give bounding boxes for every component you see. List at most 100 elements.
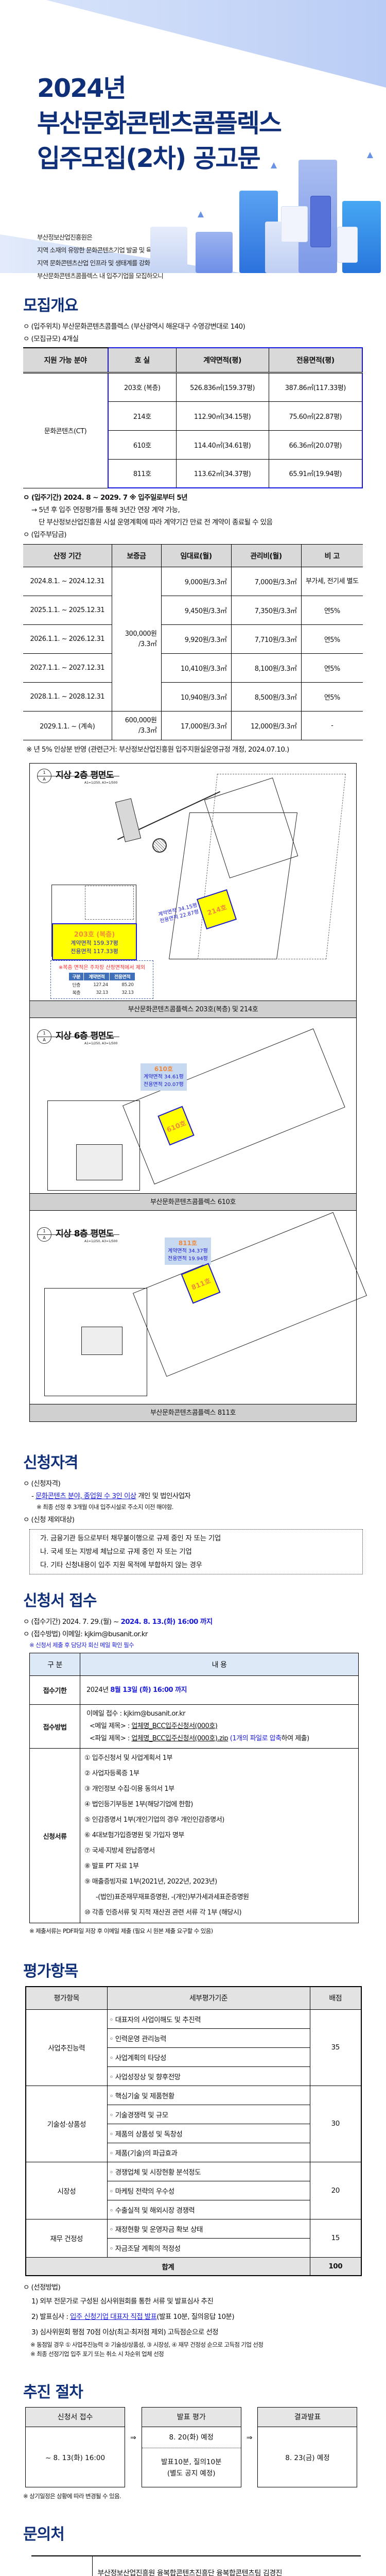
table-row: 접수기한 2024년 8월 13일 (화) 16:00 까지 bbox=[29, 1675, 359, 1705]
fee-table: 산정 기간 보증금 임대료(월) 관리비(월) 비 고 2024.8.1. ~ … bbox=[23, 544, 363, 740]
hero-banner: 2024년 부산문화콘텐츠콤플렉스 입주모집(2차) 공고문 부산정보산업진흥원… bbox=[0, 0, 386, 283]
rooms-table: 지원 가능 분야 호 실 계약면적(평) 전용면적(평) 문화콘텐츠(CT) 2… bbox=[23, 347, 363, 488]
fee-bullet: ㅇ (입주부담금) bbox=[23, 531, 67, 539]
hero-title: 2024년 부산문화콘텐츠콤플렉스 입주모집(2차) 공고문 bbox=[37, 74, 282, 173]
plan-caption: 부산문화콘텐츠콤플렉스 811호 bbox=[30, 1404, 356, 1421]
building-wall bbox=[44, 1288, 147, 1396]
core-area bbox=[76, 1144, 122, 1180]
application-method: ㅇ (접수방법) 이메일: kjkim@busanit.or.kr bbox=[23, 1630, 148, 1638]
table-row: 2026.1.1. ~ 2026.12.31 9,920원/3.3㎡ 7,710… bbox=[23, 624, 363, 654]
eligibility-item: - 문화콘텐츠 분야, 종업원 수 3인 이상 개인 및 법인사업자 bbox=[31, 1492, 191, 1500]
table-row: 214호 112.90㎡(34.15평) 75.60㎡(22.87평) bbox=[23, 401, 363, 431]
location-bullet: ㅇ (입주위치) 부산문화콘텐츠콤플렉스 (부산광역시 해운대구 수영강변대로 … bbox=[23, 323, 245, 331]
plan-caption: 부산문화콘텐츠콤플렉스 610호 bbox=[30, 1193, 356, 1211]
deposit-cell: 600,000원 /3.3㎡ bbox=[112, 711, 162, 740]
contact-table: 사업관련 문의 부산정보산업진흥원 융복합콘텐츠진흥단 융복합콘텐츠팀 김경진 … bbox=[31, 2555, 361, 2576]
table-row: 기술성·상품성 ◦ 핵심기술 및 제품현황 30 bbox=[25, 2085, 362, 2162]
fee-note: ※ 년 5% 인상분 반영 (관련근거: 부산정보산업진흥원 입주지원실운영규정… bbox=[26, 745, 289, 754]
table-row: 재무 건정성 ◦ 재정현황 및 운영자금 확보 상태 15 bbox=[25, 2218, 362, 2258]
overview-section: 모집개요 ㅇ (입주위치) 부산문화콘텐츠콤플렉스 (부산광역시 해운대구 수영… bbox=[0, 293, 386, 1422]
profile-card-icon bbox=[337, 227, 358, 263]
section-title: 신청서 접수 bbox=[23, 1592, 97, 1610]
section-title: 평가항목 bbox=[23, 1962, 78, 1980]
application-section: 신청서 접수 ㅇ (접수기간) 2024. 7. 29.(월) ~ 2024. … bbox=[0, 1588, 386, 1936]
phone-profile-icon bbox=[310, 196, 331, 247]
arrow-up-icon bbox=[367, 152, 373, 158]
pillar-block bbox=[196, 232, 233, 273]
field-cell: 문화콘텐츠(CT) bbox=[23, 372, 108, 488]
table-row: 2027.1.1. ~ 2027.12.31 10,410원/3.3㎡ 8,10… bbox=[23, 653, 363, 683]
application-period: ㅇ (접수기간) 2024. 7. 29.(월) ~ 2024. 8. 13.(… bbox=[23, 1618, 213, 1626]
room-811-info-box: 811호 계약면적 34.37평 전용면적 19.94평 bbox=[165, 1238, 211, 1265]
hero-illustration bbox=[0, 0, 386, 283]
outline-dashed bbox=[198, 774, 346, 959]
plan-caption: 부산문화콘텐츠콤플렉스 203호(복층) 및 214호 bbox=[30, 1001, 356, 1018]
period-bullet: ㅇ (입주기간) 2024. 8 ~ 2029. 7 ※ 입주일로부터 5년 bbox=[23, 494, 188, 502]
process-step-presentation: 발표 평가 8. 20(화) 예정 발표10분, 질의10분 (별도 공지 예정… bbox=[141, 2407, 241, 2487]
stair-area bbox=[115, 798, 142, 842]
period-note: 단 부산정보산업진흥원 시설 운영계획에 따라 계약기간 만료 전 계약이 종료… bbox=[39, 518, 273, 527]
evaluation-section: 평가항목 평가항목 세부평가기준 배점 사업추진능력 ◦ 대표자의 사업이해도 … bbox=[0, 1958, 386, 2359]
process-flow: 신청서 접수 ~ 8. 13(화) 16:00 ⇒ 발표 평가 8. 20(화)… bbox=[25, 2407, 363, 2487]
section-title: 신청자격 bbox=[23, 1454, 78, 1472]
table-row: 시장성 ◦ 경쟁업체 및 시장현황 분석정도 20 bbox=[25, 2161, 362, 2219]
table-row: 사업추진능력 ◦ 대표자의 사업이해도 및 추진력 35 bbox=[25, 2009, 362, 2086]
exclusion-item: 가. 금융기관 등으로부터 채무불이행으로 규제 중인 자 또는 기업 bbox=[40, 1534, 221, 1543]
building-wall bbox=[133, 1212, 367, 1377]
void-area bbox=[85, 886, 134, 920]
exclusion-box: 가. 금융기관 등으로부터 채무불이행으로 규제 중인 자 또는 기업 나. 국… bbox=[29, 1529, 363, 1574]
process-step-apply: 신청서 접수 ~ 8. 13(화) 16:00 bbox=[25, 2407, 125, 2487]
table-row: 2029.1.1. ~ (계속) 600,000원 /3.3㎡ 17,000원/… bbox=[23, 711, 363, 740]
arrow-up-icon bbox=[198, 211, 204, 217]
required-documents-list: ① 입주신청서 및 사업계획서 1부 ② 사업자등록증 1부 ③ 개인정보 수집… bbox=[80, 1748, 359, 1923]
arrow-right-icon: ⇒ bbox=[246, 2434, 253, 2442]
total-row: 합계 100 bbox=[25, 2257, 362, 2276]
evaluation-table: 평가항목 세부평가기준 배점 사업추진능력 ◦ 대표자의 사업이해도 및 추진력… bbox=[25, 1986, 362, 2276]
contact-section: 문의처 사업관련 문의 부산정보산업진흥원 융복합콘텐츠진흥단 융복합콘텐츠팀 … bbox=[0, 2521, 386, 2576]
table-row: 2028.1.1. ~ 2028.12.31 10,940원/3.3㎡ 8,50… bbox=[23, 682, 363, 711]
period-note: → 5년 후 입주 연장평가를 통해 3년간 연장 계약 가능, bbox=[31, 506, 180, 514]
deposit-cell: 300,000원 /3.3㎡ bbox=[112, 567, 162, 711]
presentation-highlight-link[interactable]: 입주 신청기업 대표자 직접 발표 bbox=[69, 2313, 157, 2321]
round-atrium-icon bbox=[152, 838, 167, 853]
arrow-right-icon: ⇒ bbox=[130, 2434, 136, 2442]
duplex-area-table: 구분 계약면적 전용면적 단층 127.24 85.20 복층 bbox=[68, 972, 135, 996]
table-row: 610호 114.40㎡(34.61평) 66.36㎡(20.07평) bbox=[23, 430, 363, 460]
profile-card-icon bbox=[281, 206, 308, 242]
table-row: 2025.1.1. ~ 2025.12.31 9,450원/3.3㎡ 7,350… bbox=[23, 596, 363, 625]
section-title: 추진 절차 bbox=[23, 2383, 83, 2401]
eligibility-highlight-link[interactable]: 문화콘텐츠 분야, 종업원 수 3인 이상 bbox=[35, 1492, 136, 1500]
room-203-highlight: 203호 (복층) 계약면적 159.37평 전용면적 117.33평 bbox=[52, 923, 137, 960]
section-title: 모집개요 bbox=[23, 297, 78, 315]
core-area bbox=[81, 1327, 122, 1355]
table-row: 신청서류 ① 입주신청서 및 사업계획서 1부 ② 사업자등록증 1부 ③ 개인… bbox=[29, 1748, 359, 1923]
exclusion-item: 나. 국세 또는 지방세 체납으로 규제 중인 자 또는 기업 bbox=[40, 1548, 192, 1556]
application-table: 구 분 내 용 접수기한 2024년 8월 13일 (화) 16:00 까지 접… bbox=[29, 1653, 359, 1923]
hero-intro: 부산정보산업진흥원은 지역 소재의 유망한 문화콘텐츠기업 발굴 및 육성을 통… bbox=[37, 233, 176, 280]
table-row: 811호 113.62㎡(34.37평) 65.91㎡(19.94평) bbox=[23, 459, 363, 488]
process-step-result: 결과발표 8. 23(금) 예정 bbox=[257, 2407, 358, 2487]
table-row: 문화콘텐츠(CT) 203호 (복층) 526.836㎡(159.37평) 38… bbox=[23, 372, 363, 488]
section-title: 문의처 bbox=[23, 2526, 65, 2544]
scale-bullet: ㅇ (모집규모) 4개실 bbox=[23, 335, 79, 343]
duplex-note-box: ※복층 면적은 주차장 산정면적에서 제외 구분 계약면적 전용면적 단층 12… bbox=[50, 960, 153, 999]
room-610-info-box: 610호 계약면적 34.61평 전용면적 20.07평 bbox=[141, 1063, 187, 1091]
table-row: 접수방법 이메일 접수 : kjkim@busanit.or.kr <메일 제목… bbox=[29, 1704, 359, 1749]
building-wall bbox=[47, 1100, 140, 1191]
process-section: 추진 절차 신청서 접수 ~ 8. 13(화) 16:00 ⇒ 발표 평가 8.… bbox=[0, 2379, 386, 2501]
exclusion-item: 다. 기타 신청내용이 입주 지원 목적에 부합하지 않는 경우 bbox=[40, 1561, 202, 1569]
eligibility-section: 신청자격 ㅇ (신청자격) - 문화콘텐츠 분야, 종업원 수 3인 이상 개인… bbox=[0, 1450, 386, 1574]
pillar-block bbox=[150, 227, 187, 273]
arrow-up-icon bbox=[271, 162, 277, 168]
